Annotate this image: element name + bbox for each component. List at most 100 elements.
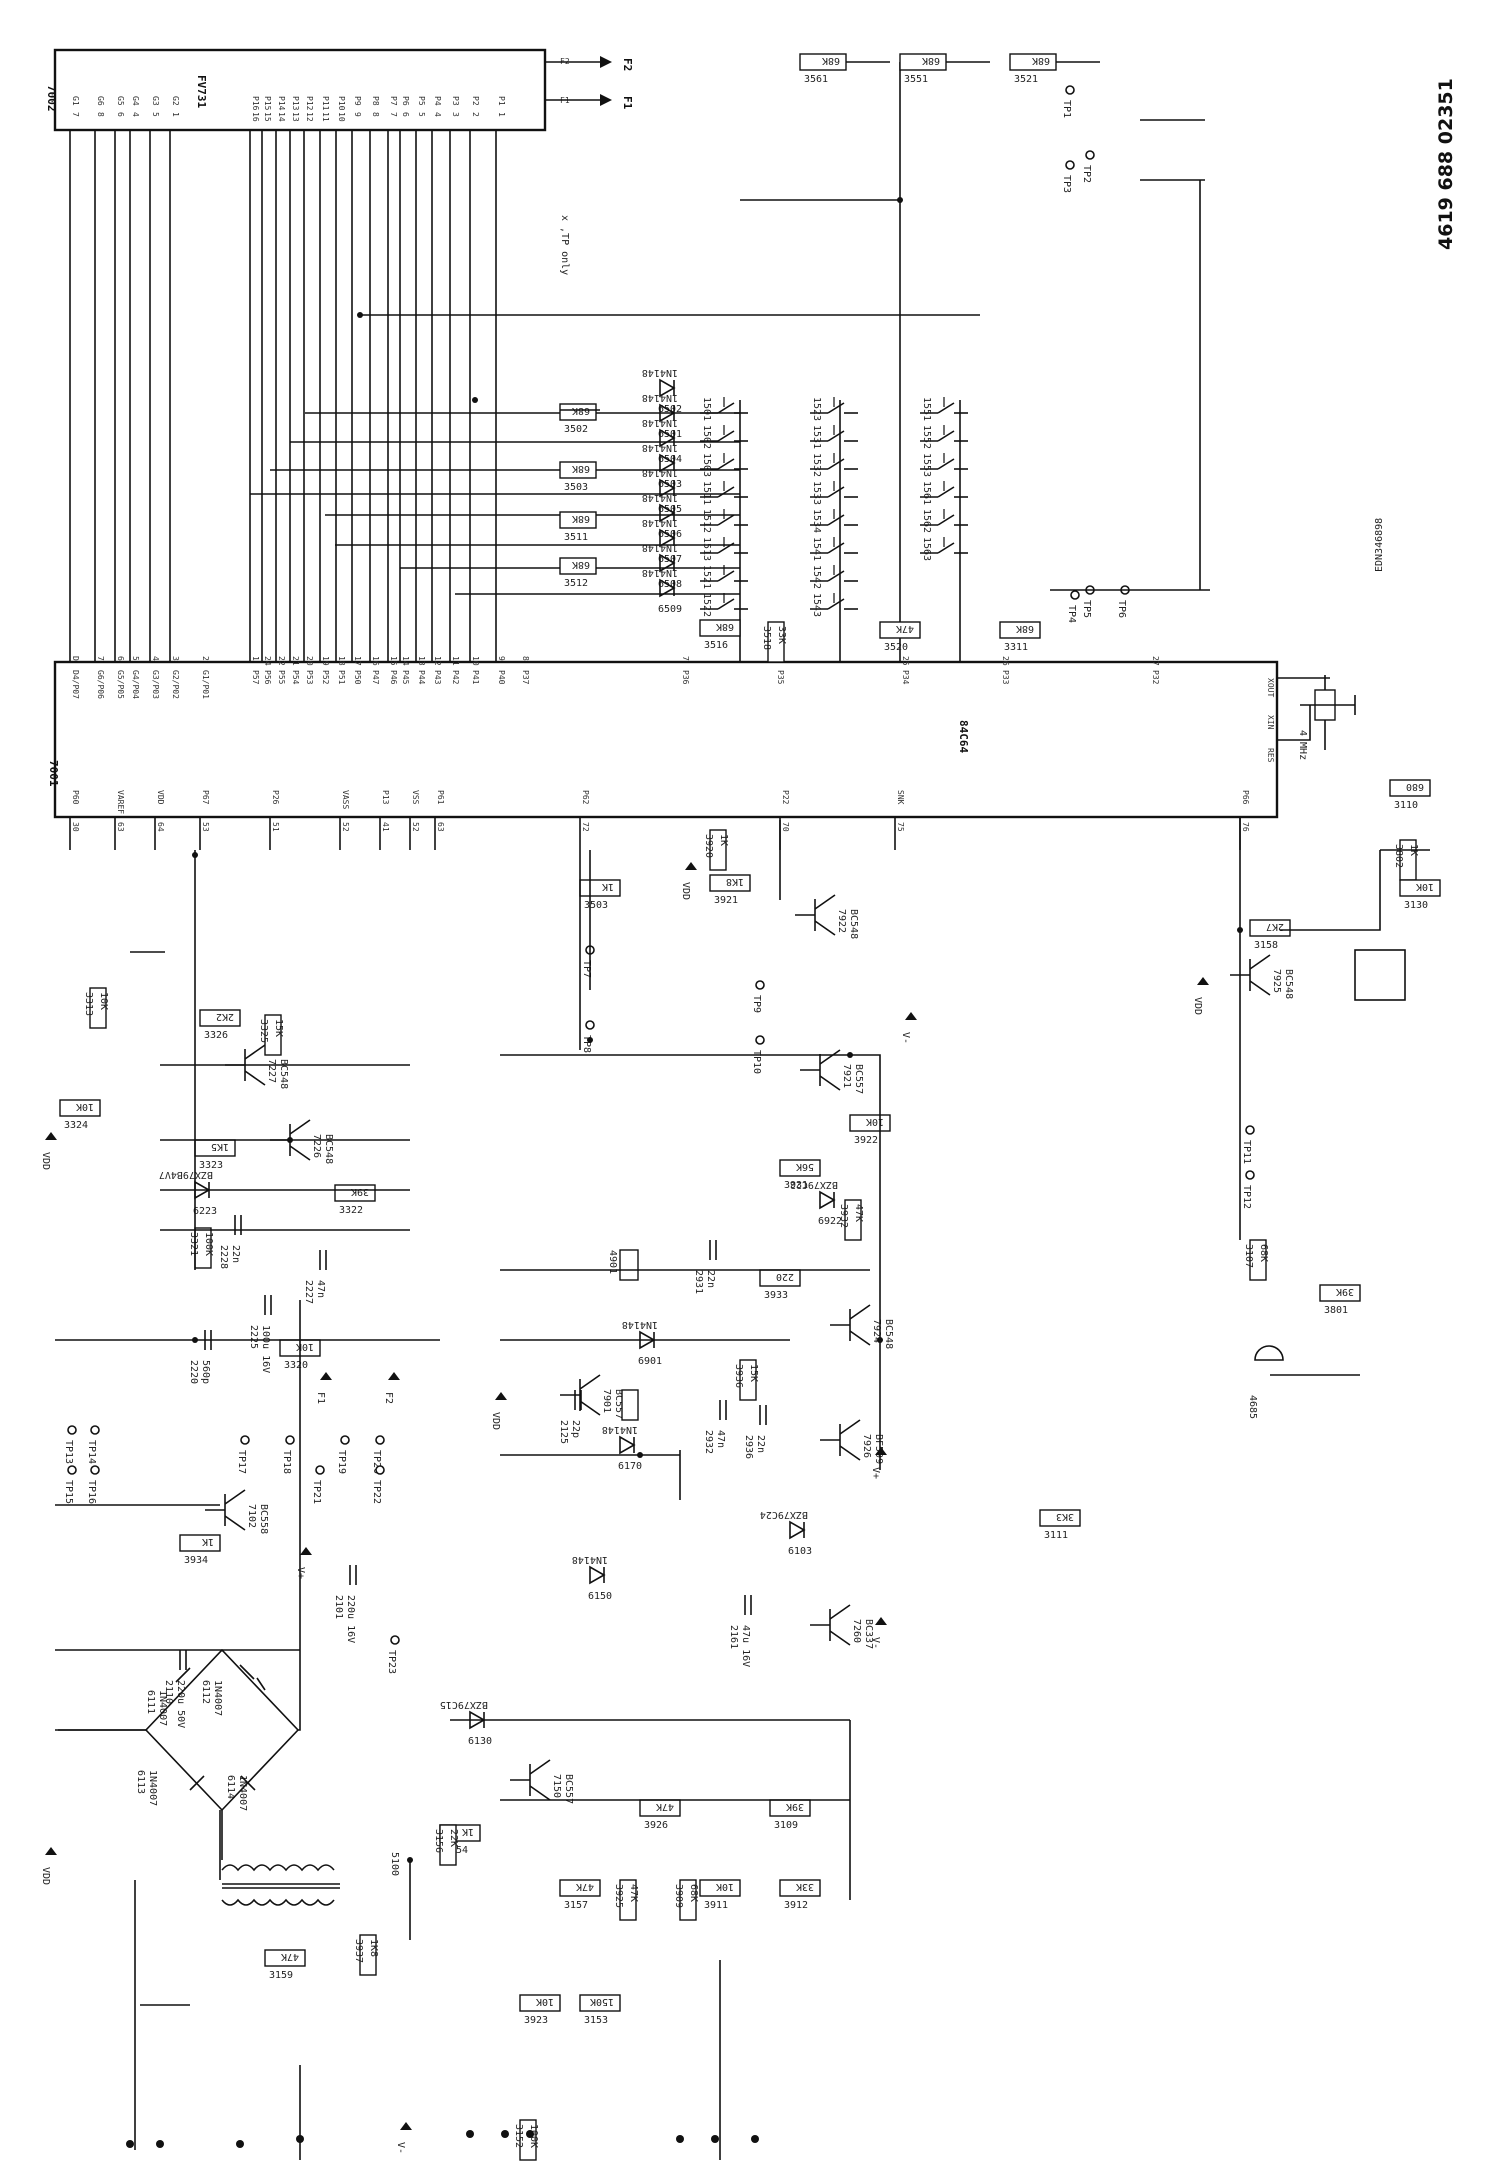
test-point-6: TP7 <box>581 945 595 978</box>
supply-label: V+ <box>870 1467 881 1479</box>
diode-value: BZX79C22 <box>790 1179 838 1190</box>
main-ic-bottom-pin-name: VAREF <box>116 790 125 814</box>
capacitor-value: 220u 50V <box>175 1680 186 1728</box>
resistor-value: 10K <box>76 1101 94 1112</box>
display-ic-pin-name: P1 <box>497 96 506 106</box>
main-ic-bottom-pin-num: 64 <box>156 822 165 832</box>
test-point-10: TP11 <box>1241 1125 1255 1164</box>
display-ic-pin-name: P7 <box>389 96 398 106</box>
resistor-value: 47K <box>281 1951 299 1962</box>
resistor-value: 3K3 <box>1056 1511 1074 1522</box>
main-ic-top-pin-num: 7 <box>96 656 105 661</box>
crystal: 4 MHz <box>1277 675 1356 760</box>
switch-1541: 1541 <box>810 537 858 561</box>
switch-ref: 1542 <box>811 565 822 589</box>
resistor-3931-17 <box>779 1159 821 1177</box>
main-ic-top-pin-num: 9 <box>497 656 506 661</box>
main-ic-top-pin-name: G5/P05 <box>116 670 125 699</box>
main-ic-top-pin-name: P41 <box>471 670 480 685</box>
resistor-ref: 3322 <box>339 1205 363 1216</box>
diode-ref: 6901 <box>638 1356 662 1367</box>
bridge-diode-value: 1N4007 <box>157 1690 168 1726</box>
resistor-ref: 3323 <box>199 1160 223 1171</box>
resistor-ref: 3520 <box>884 642 908 653</box>
display-ic-ref: 7002 <box>45 85 58 112</box>
main-ic-top-pin-num: 3 <box>171 656 180 661</box>
diode-value: 1N4148 <box>642 517 678 528</box>
switch-1523: 1523 <box>810 397 858 421</box>
resistor-ref: 3156 <box>433 1829 444 1853</box>
switch-ref: 1562 <box>921 509 932 533</box>
display-ic-pin-name: P11 <box>321 96 330 111</box>
supply-label: V- <box>870 1637 881 1649</box>
display-ic-pin-name: P3 <box>451 96 460 106</box>
resistor-3912-38 <box>779 1879 821 1897</box>
main-ic-top-pin-name: P34 <box>901 670 910 685</box>
main-ic-top-pin-name: G3/P03 <box>151 670 160 699</box>
capacitor-value: 560p <box>200 1360 211 1384</box>
transistor-ref: 7227 <box>266 1059 277 1083</box>
supply-arrow <box>495 1392 507 1400</box>
buzzer-label: 4685 <box>1247 1395 1258 1419</box>
resistor-value: 39K <box>351 1186 369 1197</box>
main-ic-top-pin-name: P47 <box>371 670 380 685</box>
test-point-2: TP3 <box>1061 160 1075 193</box>
resistor-ref: 3932 <box>838 1204 849 1228</box>
main-ic-top-pin-num: 5 <box>131 656 140 661</box>
test-point-14: TP15 <box>63 1465 77 1504</box>
doc-number: 4619 688 02351 <box>1435 78 1457 250</box>
resistor-ref: 3926 <box>644 1820 668 1831</box>
wire-9 <box>130 199 980 953</box>
diode-ref: 6130 <box>468 1736 492 1747</box>
switch-ref: 1553 <box>921 453 932 477</box>
main-ic-top-pin-name: P50 <box>353 670 362 685</box>
resistor-value: 1K <box>718 834 729 846</box>
main-ic-bottom-pin-name: P67 <box>201 790 210 805</box>
supply-label: V- <box>900 1032 911 1044</box>
resistor-ref: 3933 <box>764 1290 788 1301</box>
supply-arrow <box>1197 977 1209 985</box>
drawing-code: EDN346898 <box>1374 518 1385 572</box>
diode-value: 1N4148 <box>642 392 678 403</box>
test-point-0: TP1 <box>1061 85 1075 118</box>
switch-ref: 1534 <box>811 509 822 533</box>
diode-value: 1N4148 <box>642 567 678 578</box>
diode-ref: 6223 <box>193 1206 217 1217</box>
main-ic-top-pin-name: P33 <box>1001 670 1010 685</box>
main-ic-top-pin-name: P54 <box>291 670 300 685</box>
diode-value: 1N4148 <box>642 467 678 478</box>
resistor-3932-16 <box>844 1199 862 1241</box>
switch-1502: 1502 <box>700 425 748 449</box>
switch-ref: 1561 <box>921 481 932 505</box>
main-ic-bottom-pin-name: P13 <box>381 790 390 805</box>
main-ic-bottom-pin-num: 41 <box>381 822 390 832</box>
transistor-value: BC548 <box>883 1319 894 1349</box>
resistor-3911-39 <box>699 1879 741 1897</box>
capacitor-value: 47n <box>715 1430 726 1448</box>
resistor-value: 10K <box>296 1341 314 1352</box>
switch-ref: 1521 <box>701 565 712 589</box>
display-ic-pin-name: P2 <box>471 96 480 106</box>
resistor-value: 68K <box>1016 623 1034 634</box>
switch-1551: 1551 <box>920 397 968 421</box>
resistor-ref: 3925 <box>613 1884 624 1908</box>
connector-pin <box>751 2135 759 2143</box>
display-ic-pin-num: 6 <box>116 112 125 117</box>
main-ic-top-pin-name: P51 <box>337 670 346 685</box>
switch-ref: 1551 <box>921 397 932 421</box>
main-ic-bottom-pin-num: 76 <box>1241 822 1250 832</box>
switch-ref: 1523 <box>811 397 822 421</box>
capacitor-ref: 2125 <box>558 1420 569 1444</box>
resistor-ref: 3321 <box>188 1232 199 1256</box>
resistor-3925-40 <box>619 1879 637 1921</box>
